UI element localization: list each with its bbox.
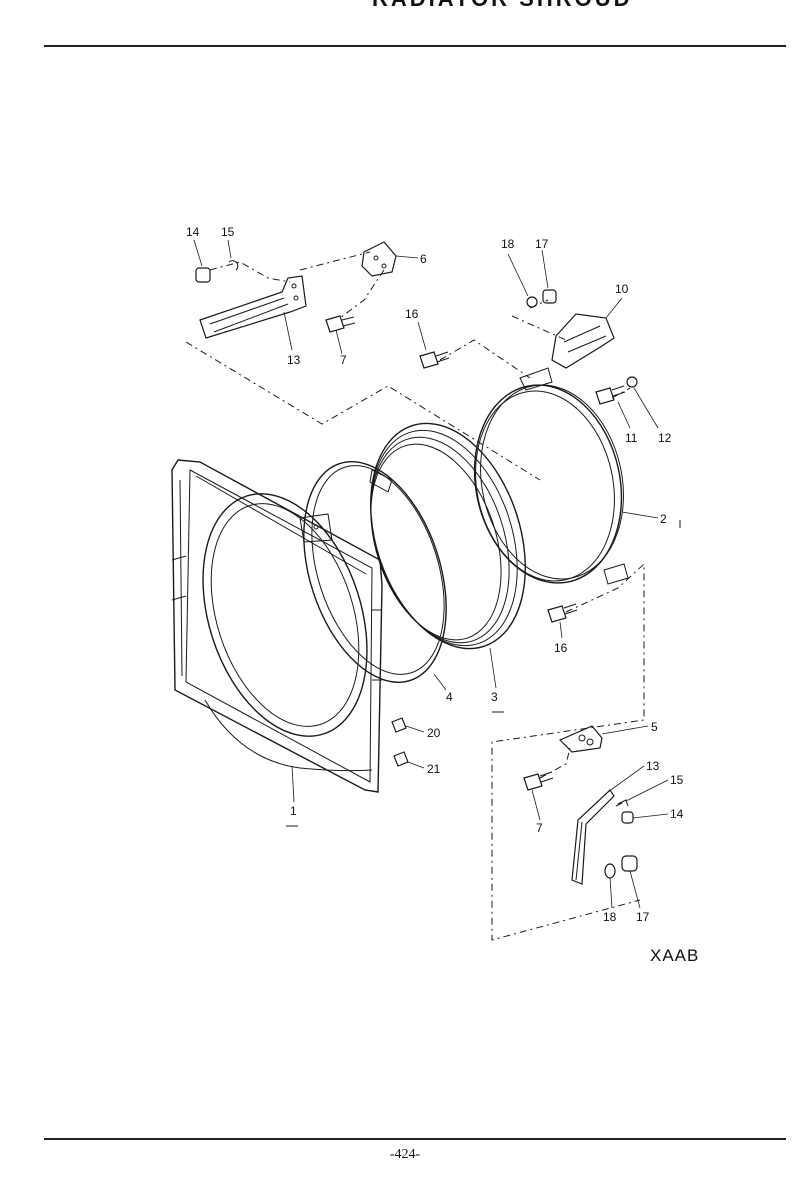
bottom-rule <box>44 1138 786 1140</box>
callout-14: 14 <box>670 807 684 821</box>
callout-18: 18 <box>603 910 617 924</box>
callout-20: 20 <box>427 726 441 740</box>
leader-lines <box>193 239 669 909</box>
callout-5: 5 <box>651 720 658 734</box>
header-title: RADIATOR SHROUD <box>372 0 633 12</box>
ring-part-4 <box>303 461 447 683</box>
callout-15: 15 <box>670 773 684 787</box>
ring-part-3 <box>369 422 526 650</box>
callout-3: 3 <box>491 690 498 704</box>
callout-numbers: 14 15 6 13 7 16 18 17 10 11 12 2 16 3 4 … <box>186 225 684 924</box>
upper-right-bracket <box>419 289 638 405</box>
callout-1: 1 <box>290 804 297 818</box>
callout-7: 7 <box>536 821 543 835</box>
callout-13: 13 <box>287 353 301 367</box>
page-number: -424- <box>389 1147 421 1162</box>
callout-11: 11 <box>625 431 638 445</box>
callout-21: 21 <box>427 762 441 776</box>
callout-13: 13 <box>646 759 660 773</box>
callout-10: 10 <box>615 282 629 296</box>
lower-right-parts <box>391 603 638 885</box>
upper-left-bracket <box>195 241 397 339</box>
shroud-frame <box>171 459 383 793</box>
callout-6: 6 <box>420 252 427 266</box>
callout-7: 7 <box>340 353 347 367</box>
callout-4: 4 <box>446 690 453 704</box>
callout-16: 16 <box>405 307 419 321</box>
top-rule <box>44 45 786 47</box>
callout-12: 12 <box>658 431 672 445</box>
callout-14: 14 <box>186 225 200 239</box>
callout-17: 17 <box>535 237 549 251</box>
callout-17: 17 <box>636 910 650 924</box>
ring-part-2 <box>473 367 629 585</box>
callout-18: 18 <box>501 237 515 251</box>
callout-2: 2 <box>660 512 667 526</box>
callout-15: 15 <box>221 225 235 239</box>
stray-marks <box>286 520 681 827</box>
callout-16: 16 <box>554 641 568 655</box>
diagram-code: XAAB <box>650 946 700 965</box>
assembly-lines <box>185 251 645 941</box>
